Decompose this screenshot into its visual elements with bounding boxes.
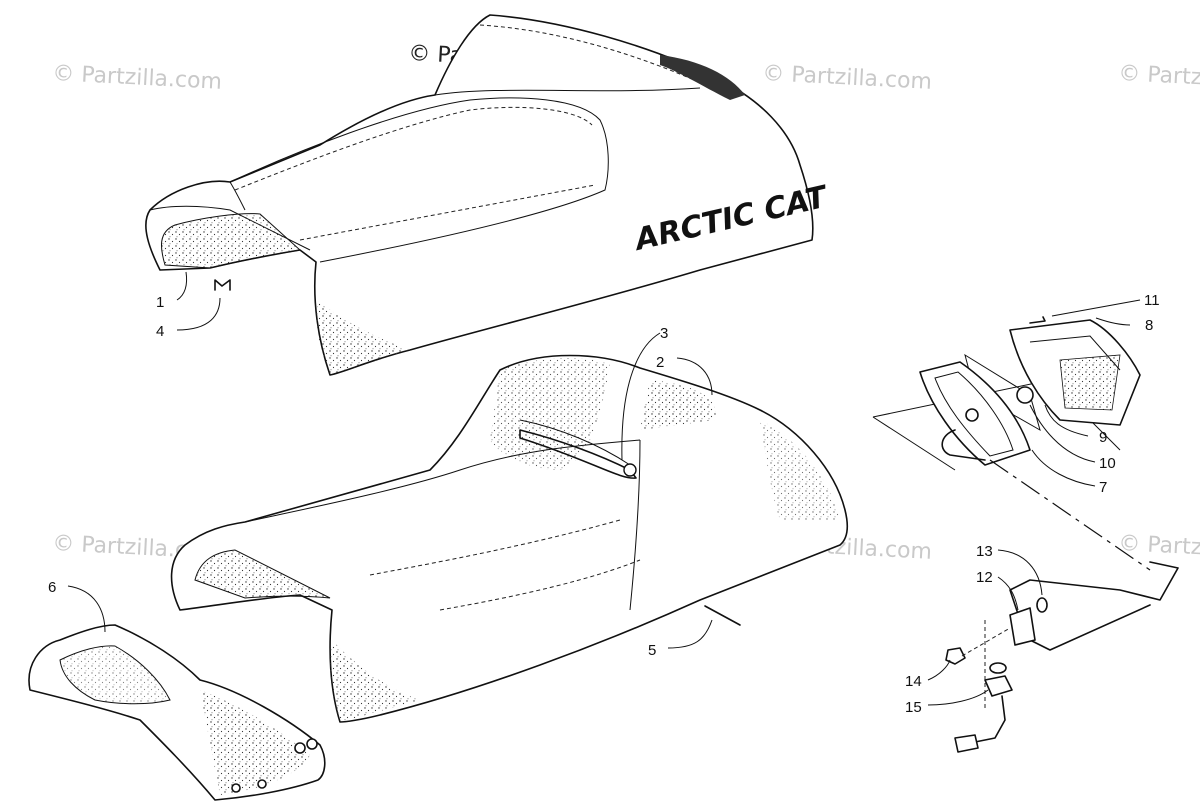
callout-11: 11 [1144,292,1160,309]
callout-13: 13 [976,543,993,560]
callout-7: 7 [1099,479,1107,496]
callout-4: 4 [156,323,164,340]
callout-2: 2 [656,354,664,371]
callout-12: 12 [976,569,993,586]
callout-9: 9 [1099,429,1107,446]
callout-6: 6 [48,579,56,596]
clip-part [214,279,231,291]
callout-leaders [67,271,1141,706]
watermark: © Partzilla.com [762,61,933,95]
callout-3: 3 [660,325,668,342]
watermark: © Partzilla.com [1118,61,1200,95]
callout-labels: 1 2 3 4 5 6 7 8 9 10 11 12 13 14 15 [48,292,1160,716]
callout-5: 5 [648,642,656,659]
taillight-assembly [872,316,1179,753]
callout-14: 14 [905,673,922,690]
seat-side-panel [28,624,326,801]
seat-assembly-upper: ARCTIC CAT [145,14,833,376]
seat-assembly-lower [170,354,848,723]
callout-15: 15 [905,699,922,716]
watermark: © Partzilla.com [1118,531,1200,565]
callout-8: 8 [1145,317,1153,334]
watermark: © Partzilla.com [52,61,223,95]
callout-10: 10 [1099,455,1116,472]
callout-1: 1 [156,294,164,311]
